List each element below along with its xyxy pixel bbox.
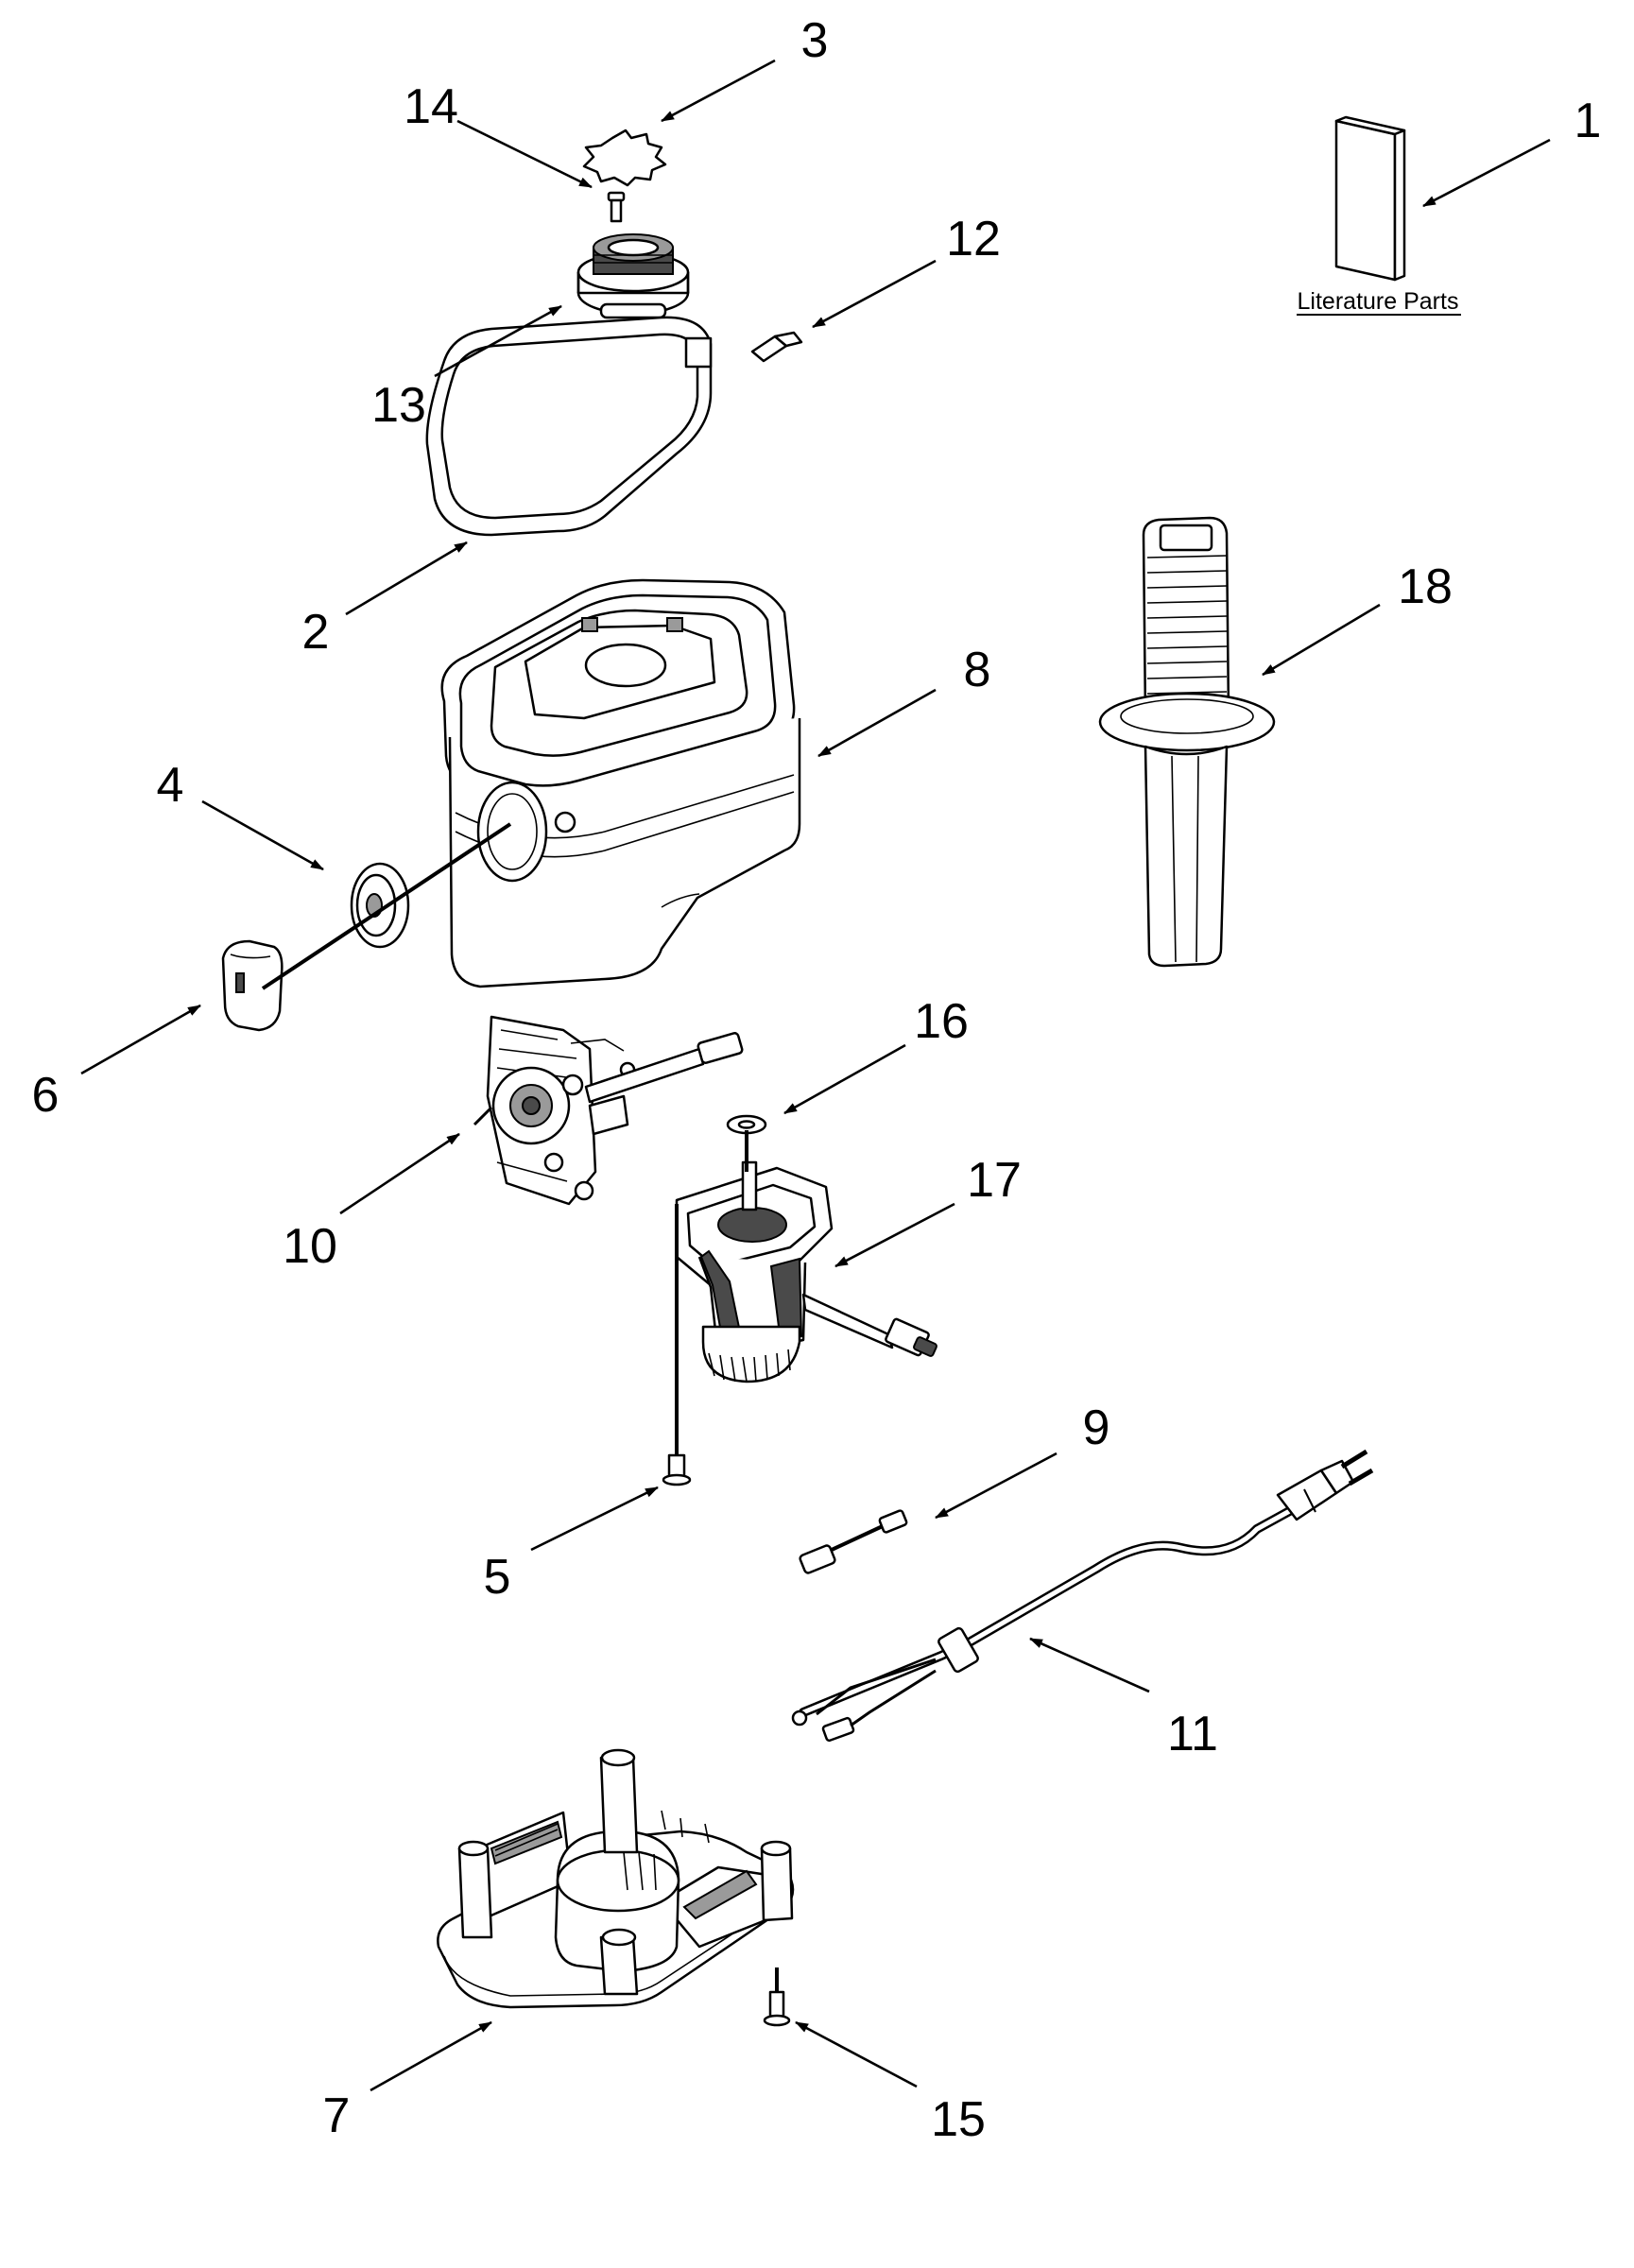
leader-6 [80, 1004, 201, 1075]
callout-2: 2 [302, 605, 330, 660]
leader-11 [1029, 1637, 1150, 1693]
base-housing-part[interactable] [440, 578, 801, 988]
base-screw-part[interactable] [763, 1990, 791, 2027]
leader-18 [1262, 603, 1381, 677]
motor-part[interactable] [675, 1160, 937, 1383]
motor-screw-part[interactable] [662, 1453, 692, 1486]
callout-14: 14 [404, 79, 458, 134]
base-plate-part[interactable] [437, 1748, 795, 2009]
callout-16: 16 [914, 994, 969, 1049]
leader-14 [456, 119, 593, 189]
leader-9 [935, 1452, 1058, 1520]
callout-4: 4 [157, 758, 184, 813]
leader-7 [370, 2020, 492, 2092]
wire-harness-part[interactable] [799, 1509, 908, 1574]
callout-6: 6 [32, 1068, 60, 1123]
callout-5: 5 [484, 1550, 511, 1605]
literature-booklet-part[interactable] [1334, 115, 1406, 282]
control-knob-part[interactable] [221, 939, 284, 1032]
callout-17: 17 [967, 1153, 1022, 1208]
callout-9: 9 [1083, 1400, 1110, 1455]
leader-5 [530, 1486, 659, 1552]
drive-screw-part[interactable] [607, 191, 626, 223]
knob-bezel-part[interactable] [350, 862, 410, 949]
leader-16 [783, 1043, 906, 1115]
leader-17 [834, 1202, 955, 1268]
callout-10: 10 [283, 1219, 337, 1274]
motor-washer-part[interactable] [726, 1114, 767, 1135]
leader-4 [201, 799, 324, 871]
leader-lines [80, 59, 1551, 2092]
star-cap-part[interactable] [582, 129, 667, 187]
trim-ring-screw-part[interactable] [750, 331, 803, 363]
leader-10 [339, 1132, 460, 1215]
trim-ring-part[interactable] [425, 316, 713, 537]
leader-12 [812, 259, 937, 329]
callout-18: 18 [1398, 559, 1453, 614]
power-cord-part[interactable] [791, 1449, 1374, 1743]
callout-labels: 1 2 3 4 5 6 7 8 9 10 11 12 13 14 15 16 1… [32, 13, 1602, 2147]
callout-7: 7 [323, 2088, 351, 2143]
leader-3 [661, 59, 776, 123]
leader-2 [345, 541, 468, 616]
drive-coupler-part[interactable] [576, 233, 690, 319]
literature-parts-label: Literature Parts [1298, 288, 1459, 315]
leader-15 [795, 2020, 918, 2088]
leader-1 [1422, 138, 1551, 208]
callout-15: 15 [931, 2092, 986, 2147]
callout-1: 1 [1574, 94, 1602, 148]
callout-11: 11 [1167, 1707, 1218, 1761]
callout-12: 12 [946, 212, 1001, 266]
callout-8: 8 [964, 643, 991, 697]
knob-shaft-axis [261, 822, 512, 990]
callout-13: 13 [371, 378, 426, 433]
callout-3: 3 [801, 13, 829, 68]
leader-13 [434, 304, 562, 378]
tamper-part[interactable] [1098, 516, 1276, 968]
speed-control-part[interactable] [473, 1015, 744, 1206]
leader-8 [817, 688, 937, 758]
